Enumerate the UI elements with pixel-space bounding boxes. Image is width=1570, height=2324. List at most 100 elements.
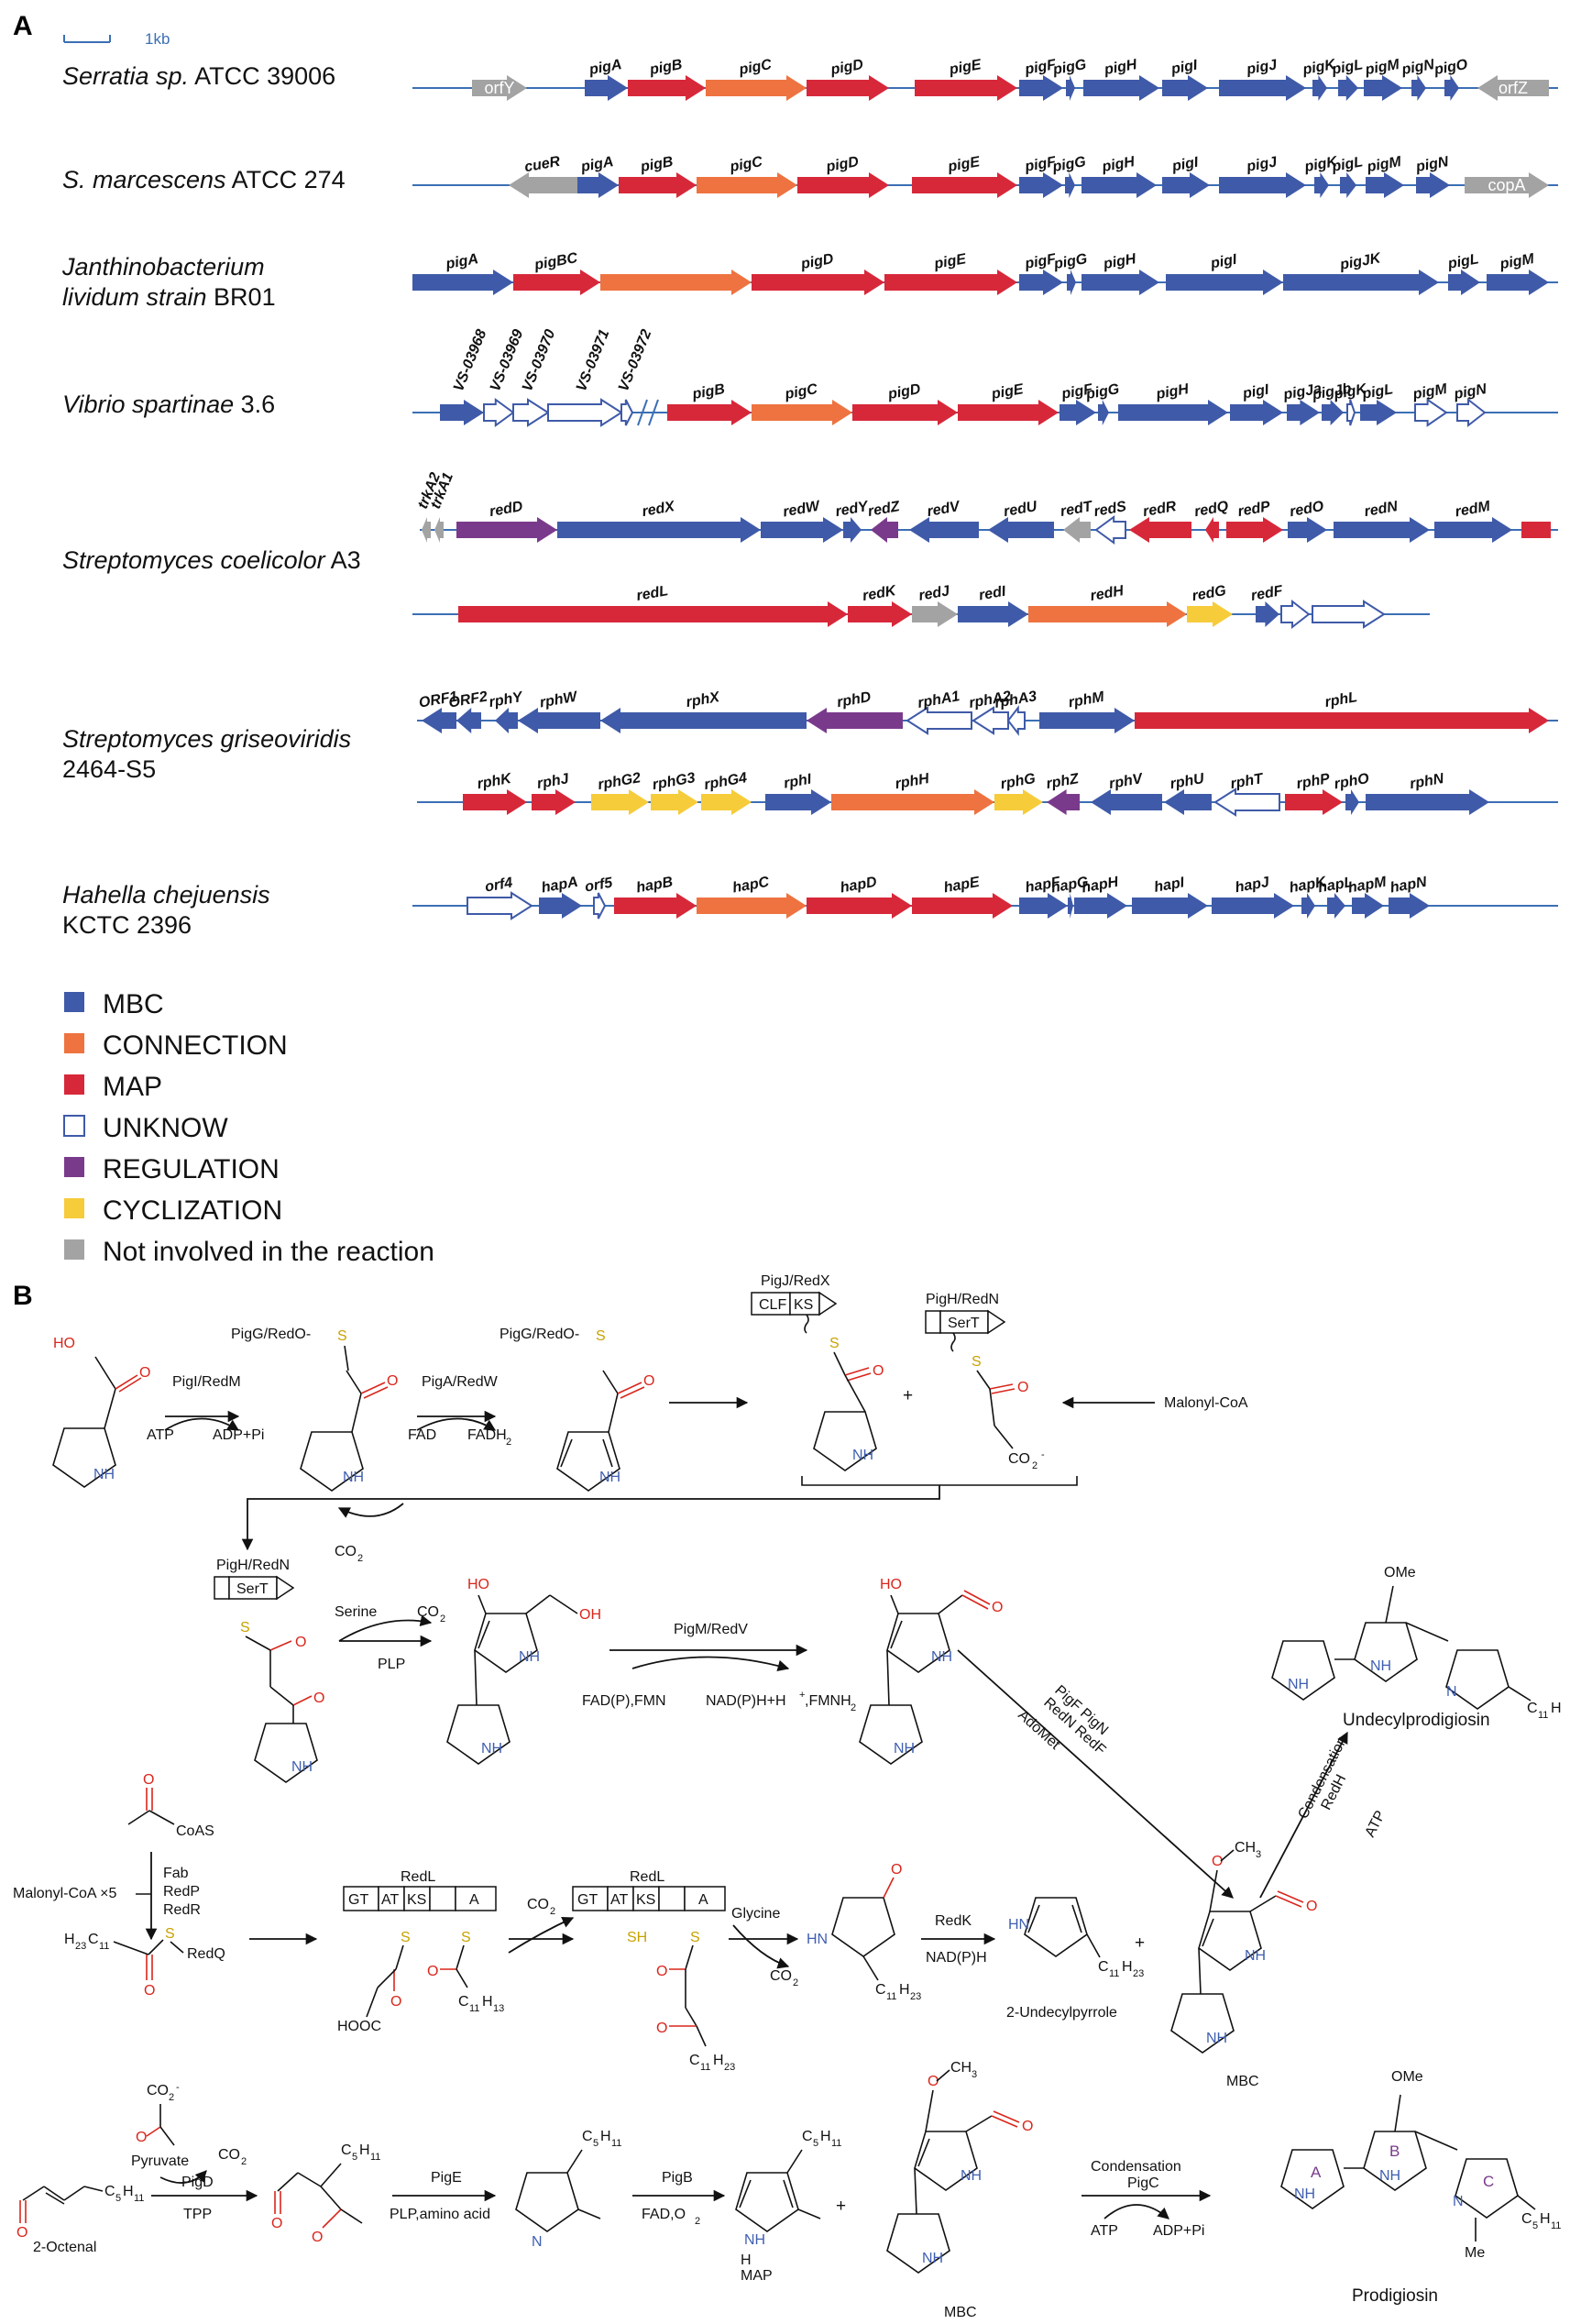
gene-label: pigN bbox=[1414, 154, 1450, 175]
gene-arrow bbox=[1094, 515, 1126, 545]
gene-arrow bbox=[1081, 172, 1157, 198]
gene-arrow bbox=[1448, 270, 1480, 295]
svg-text:RedQ: RedQ bbox=[187, 1946, 225, 1962]
svg-text:+: + bbox=[799, 1690, 805, 1701]
gene-label: rphT bbox=[1229, 771, 1265, 792]
svg-text:S: S bbox=[690, 1930, 700, 1945]
gene-label: pigG bbox=[1050, 154, 1087, 175]
gene-label: hapH bbox=[1081, 875, 1120, 897]
gene-label: rphY bbox=[488, 689, 524, 710]
gene-label: VS-03970 bbox=[520, 327, 558, 393]
legend: MBCCONNECTIONMAPUNKNOWREGULATIONCYCLIZAT… bbox=[63, 989, 434, 1267]
legend-label: CYCLIZATION bbox=[103, 1195, 282, 1226]
gene-arrow bbox=[1212, 893, 1294, 919]
gene-label: pigN bbox=[1452, 381, 1488, 402]
gene-label: pigE bbox=[948, 57, 983, 78]
svg-text:2: 2 bbox=[793, 1977, 798, 1988]
gene-arrow bbox=[1132, 893, 1208, 919]
gene-arrow bbox=[958, 400, 1059, 425]
gene-arrow bbox=[1256, 601, 1279, 627]
svg-text:3: 3 bbox=[972, 2069, 977, 2080]
gene-arrow bbox=[1477, 75, 1549, 101]
svg-text:TPP: TPP bbox=[183, 2207, 212, 2222]
hbc-structure: HO O NH NH bbox=[859, 1577, 1003, 1765]
gene-arrow bbox=[912, 601, 958, 627]
gene-label: rphZ bbox=[1045, 771, 1081, 792]
gene-arrow bbox=[1039, 708, 1135, 733]
svg-text:PigB: PigB bbox=[662, 2170, 693, 2186]
svg-text:2: 2 bbox=[550, 1906, 555, 1917]
gene-arrow bbox=[1066, 75, 1075, 101]
gene-arrow bbox=[513, 270, 600, 295]
svg-text:AT: AT bbox=[610, 1892, 628, 1908]
svg-text:PigE: PigE bbox=[431, 2170, 462, 2186]
svg-text:HOOC: HOOC bbox=[337, 2019, 381, 2034]
legend-item: MBC bbox=[64, 989, 164, 1019]
gene-arrow bbox=[1444, 75, 1459, 101]
svg-text:2: 2 bbox=[695, 2216, 700, 2227]
svg-text:C: C bbox=[1098, 1959, 1109, 1975]
svg-text:OMe: OMe bbox=[1391, 2069, 1423, 2085]
svg-text:H: H bbox=[820, 2129, 831, 2144]
svg-text:H: H bbox=[123, 2184, 134, 2199]
gene-label: pigK bbox=[1301, 57, 1337, 78]
svg-text:PigG/RedO-: PigG/RedO- bbox=[500, 1327, 579, 1342]
gene-arrow bbox=[906, 706, 972, 735]
svg-text:S: S bbox=[401, 1930, 411, 1945]
scale-bar-label: 1kb bbox=[145, 30, 170, 48]
gene-arrow bbox=[1314, 172, 1329, 198]
gene-label: rphH bbox=[894, 771, 930, 792]
svg-text:H: H bbox=[359, 2142, 370, 2158]
gene-arrow bbox=[1213, 788, 1280, 817]
gene-arrow bbox=[852, 400, 958, 425]
pyrrolinone-structure: O HN C 11 H 23 bbox=[807, 1862, 921, 2002]
octenal-label: 2-Octenal bbox=[33, 2240, 96, 2255]
gene-label: hapI bbox=[1153, 875, 1186, 896]
svg-text:AT: AT bbox=[381, 1892, 399, 1908]
gene-arrow bbox=[843, 517, 862, 543]
svg-text:ATP: ATP bbox=[1091, 2223, 1118, 2239]
svg-text:NH: NH bbox=[961, 2168, 982, 2184]
legend-item: UNKNOW bbox=[63, 1113, 228, 1143]
gene-label: pigM bbox=[1363, 57, 1400, 79]
gene-arrow bbox=[600, 708, 807, 733]
gene-label: pigA bbox=[579, 154, 615, 175]
gene-arrow bbox=[456, 517, 557, 543]
gene-label: redS bbox=[1092, 499, 1127, 520]
svg-text:O: O bbox=[656, 1964, 667, 1979]
gene-arrow bbox=[848, 601, 912, 627]
svg-text:A: A bbox=[1311, 2164, 1322, 2181]
gene-arrow bbox=[422, 708, 456, 733]
gene-arrow bbox=[1219, 172, 1306, 198]
acetyl-coa-structure: O CoAS bbox=[127, 1772, 214, 1839]
svg-text:SerT: SerT bbox=[236, 1581, 269, 1597]
gene-label: pigL bbox=[1330, 57, 1364, 78]
gene-arrow bbox=[1434, 517, 1512, 543]
svg-text:FADH: FADH bbox=[467, 1427, 507, 1443]
gene-label: redN bbox=[1363, 499, 1399, 520]
svg-text:C: C bbox=[1527, 1701, 1538, 1716]
undecylprodigiosin-structure: OMe NH NH N C 11 H Undecylprodigiosin bbox=[1271, 1565, 1562, 1730]
svg-text:11: 11 bbox=[1109, 1968, 1119, 1979]
gene-label: redY bbox=[834, 499, 870, 520]
octenal-structure: O C 5 H 11 2-Octenal bbox=[16, 2184, 144, 2255]
svg-text:O: O bbox=[891, 1862, 902, 1878]
gene-label: hapF bbox=[1024, 875, 1062, 897]
legend-label: Not involved in the reaction bbox=[103, 1237, 434, 1267]
svg-text:2: 2 bbox=[241, 2156, 247, 2167]
svg-text:HO: HO bbox=[53, 1336, 75, 1351]
gene-arrow bbox=[1187, 601, 1233, 627]
svg-text:O: O bbox=[643, 1373, 654, 1389]
legend-item: CONNECTION bbox=[64, 1030, 288, 1061]
svg-text:HN: HN bbox=[807, 1932, 828, 1947]
gene-arrow bbox=[1280, 599, 1311, 630]
svg-text:O: O bbox=[16, 2225, 27, 2241]
gene-arrow bbox=[619, 172, 697, 198]
legend-label: UNKNOW bbox=[103, 1113, 228, 1143]
